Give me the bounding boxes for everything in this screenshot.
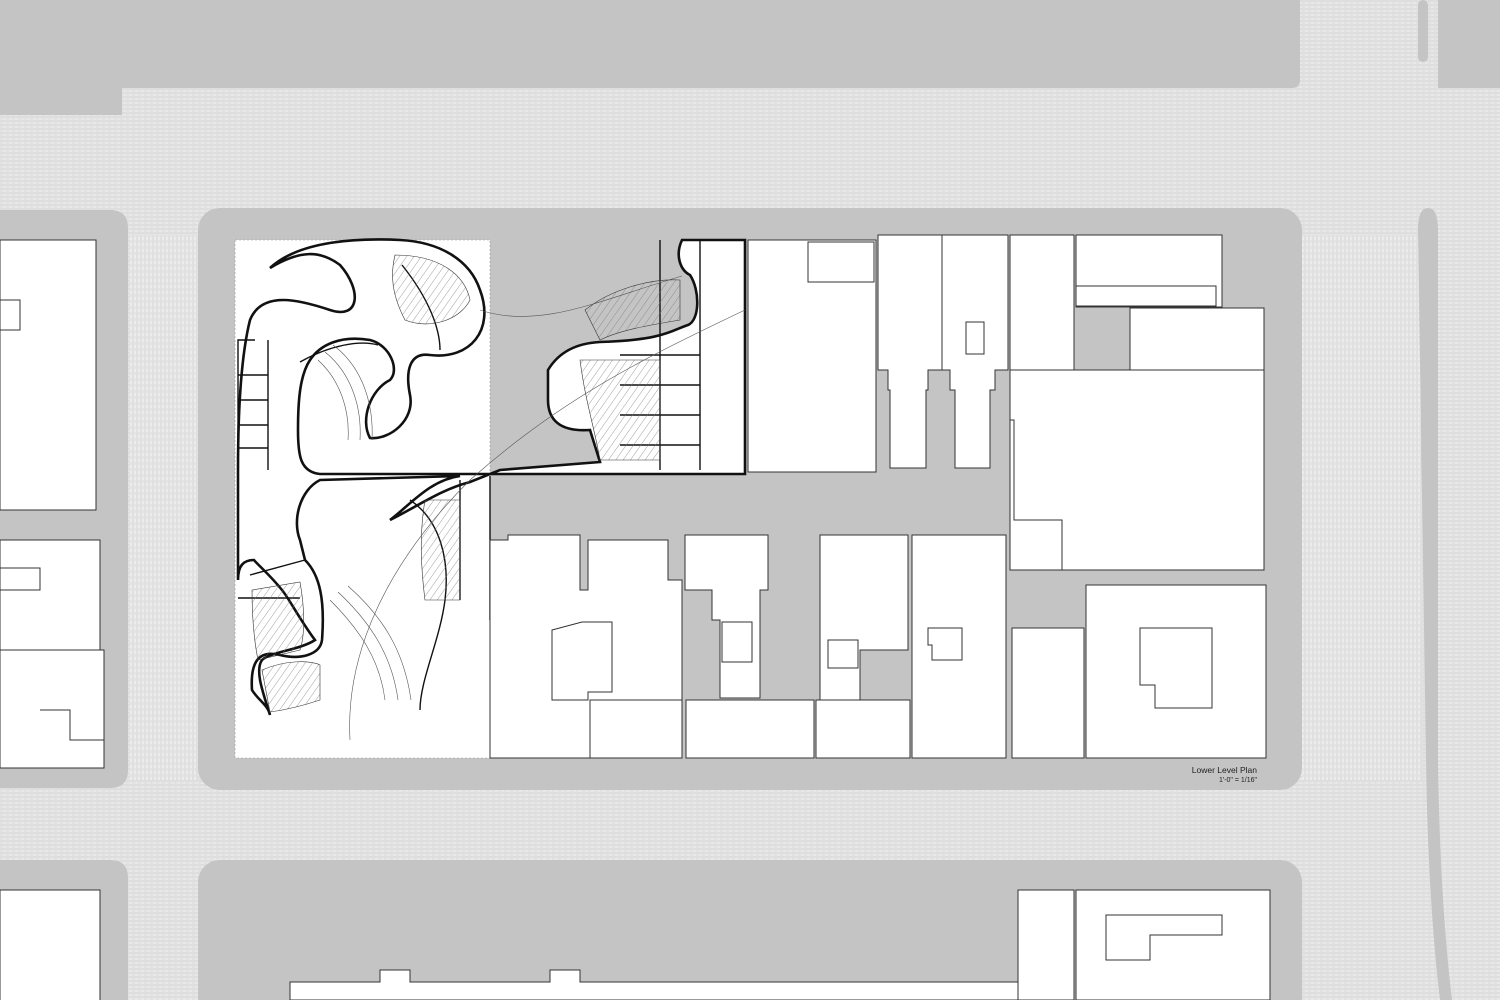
amphitheater-arcs	[317, 275, 746, 741]
plan-scale: 1'-0" = 1/16"	[1218, 777, 1257, 784]
block-buildings-top	[747, 234, 1265, 571]
plan-title: Lower Level Plan	[1191, 765, 1257, 775]
top-sidewalk	[0, 0, 1300, 115]
block-buildings-bottom	[489, 534, 1267, 759]
crosswalk-vertical-right	[1302, 235, 1422, 780]
left-block-buildings	[0, 239, 105, 769]
median-top	[1418, 0, 1428, 62]
plan-title-block: Lower Level Plan 1'-0" = 1/16"	[1192, 765, 1257, 785]
curved-building	[236, 238, 747, 716]
bottom-buildings	[0, 889, 1271, 1000]
crosswalk-vertical-left	[130, 235, 198, 780]
street-median	[1418, 208, 1452, 1000]
top-right-sidewalk	[1438, 0, 1500, 88]
